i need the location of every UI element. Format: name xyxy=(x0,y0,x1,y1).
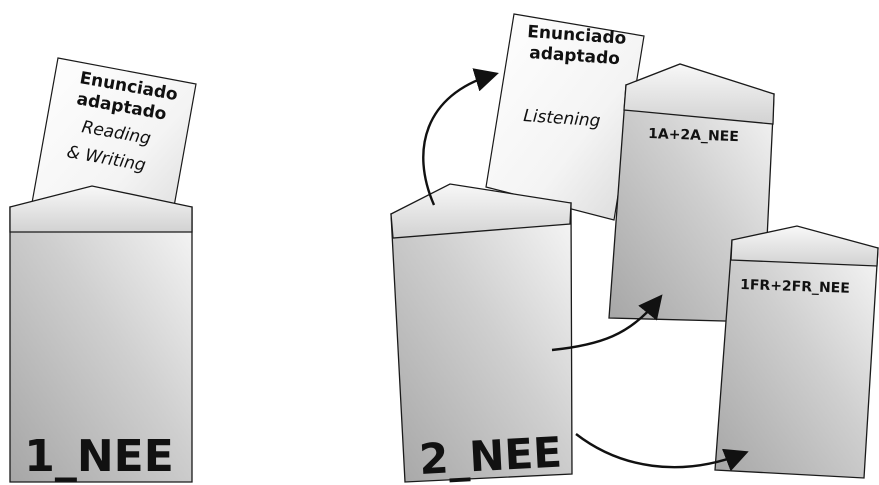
sheet-listening: Enunciado adaptado Listening xyxy=(485,13,645,221)
envelope-label: 1A+2A_NEE xyxy=(648,126,739,145)
envelope-label: 1FR+2FR_NEE xyxy=(740,277,850,297)
arrows xyxy=(422,68,749,472)
envelope-label: 2_NEE xyxy=(418,428,563,484)
envelope-label: 1_NEE xyxy=(24,431,174,482)
envelope-1fr-2fr-nee: 1FR+2FR_NEE xyxy=(714,225,879,479)
envelope-2-nee: 2_NEE xyxy=(390,183,573,484)
arrow-to-envelope-a xyxy=(551,294,663,352)
left-group: Enunciado adaptado Reading & Writing 1_N… xyxy=(9,57,197,483)
right-group: Enunciado adaptado Listening 1A+2A_NEE 1… xyxy=(390,13,879,484)
envelope-1-nee: 1_NEE xyxy=(9,185,193,483)
arrow-to-envelope-b xyxy=(575,433,749,472)
arrow-to-sheet xyxy=(422,68,499,206)
